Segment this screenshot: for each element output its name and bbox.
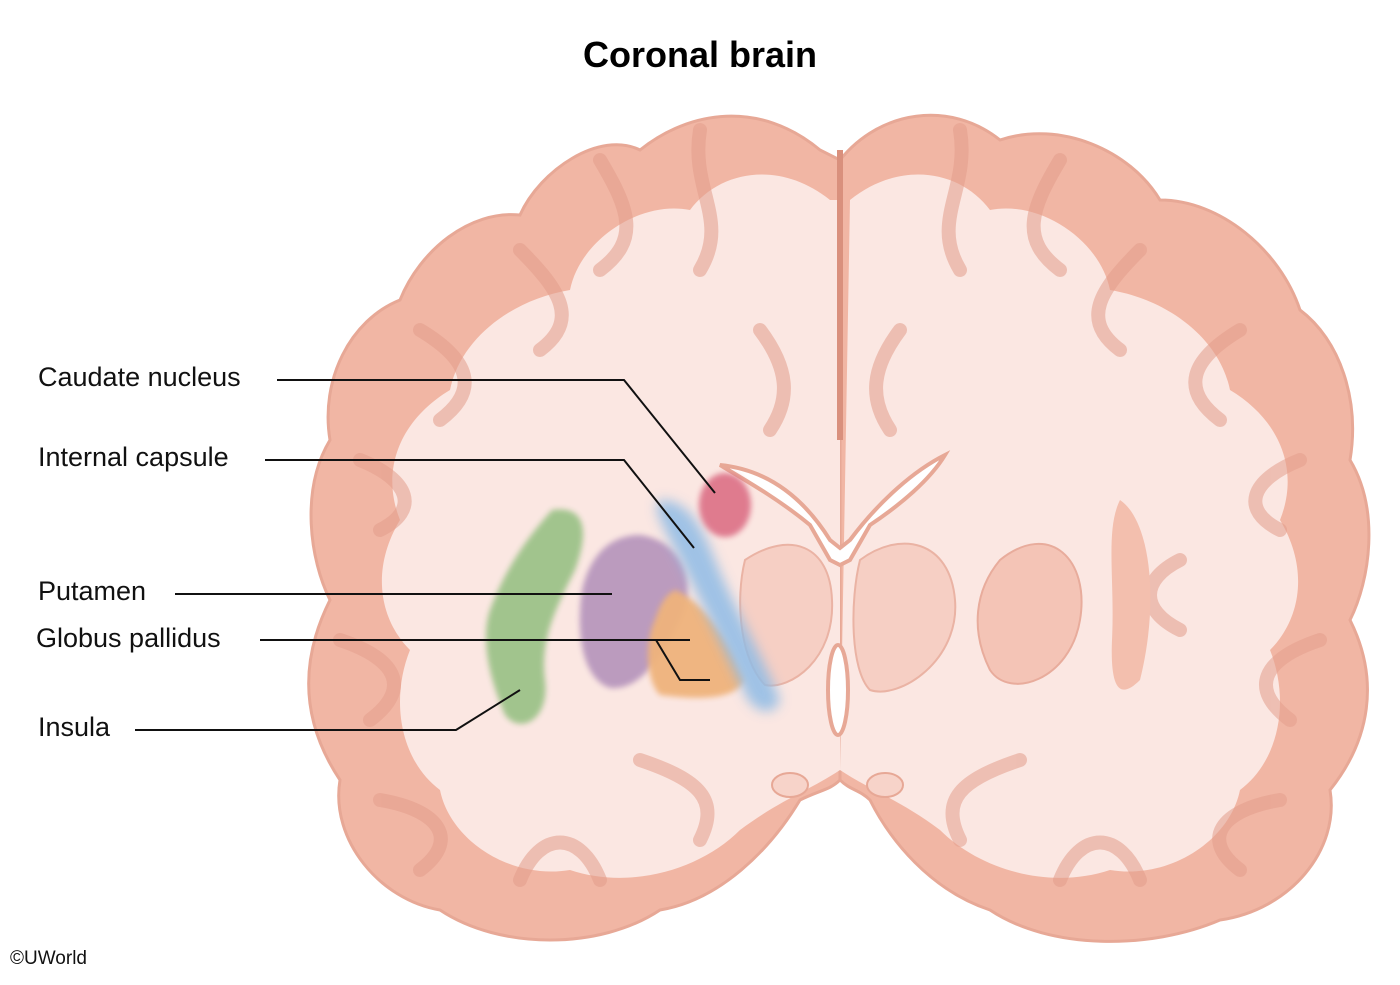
- label-caudate-nucleus: Caudate nucleus: [38, 362, 241, 392]
- label-putamen: Putamen: [38, 576, 147, 606]
- sulci: [333, 123, 1327, 887]
- lateral-ventricles: [718, 450, 951, 568]
- caudate-leader-line: [277, 379, 716, 494]
- third-ventricle: [826, 643, 850, 737]
- left-white-matter: [381, 174, 840, 878]
- internal-capsule-structure: [656, 500, 780, 712]
- label-insula: Insula: [38, 712, 111, 742]
- insula-leader-line: [135, 689, 521, 731]
- internal-capsule-leader-line: [265, 459, 695, 549]
- right-thalamus: [852, 542, 957, 693]
- right-insula-region: [1111, 500, 1151, 690]
- label-internal-capsule: Internal capsule: [38, 442, 229, 472]
- globus-pallidus-structure: [648, 590, 745, 698]
- diagram-title: Coronal brain: [582, 34, 818, 75]
- label-globus-pallidus: Globus pallidus: [36, 623, 221, 653]
- right-white-matter: [840, 174, 1299, 878]
- copyright-notice: ©UWorld: [10, 948, 87, 969]
- right-lentiform: [976, 542, 1083, 685]
- right-mammillary: [866, 772, 904, 798]
- leader-lines: [135, 379, 716, 731]
- globus-pallidus-leader-branch: [655, 639, 710, 681]
- insula-structure: [485, 509, 584, 724]
- left-mammillary: [771, 772, 809, 798]
